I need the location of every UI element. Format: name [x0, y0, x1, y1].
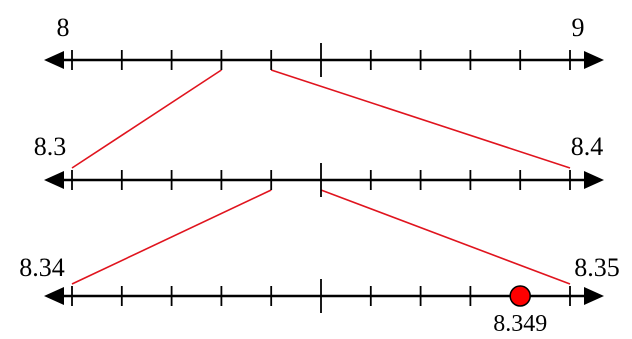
- bottom-left-arrow-icon: [44, 287, 64, 305]
- marker-value-label: 8.349: [493, 311, 547, 337]
- zoom-0-left-connector: [71, 69, 222, 169]
- top-line-start-label: 8: [57, 13, 70, 42]
- bottom-line-start-label: 8.34: [19, 253, 65, 282]
- zoom-1-left-connector: [71, 189, 272, 285]
- bottom-right-arrow-icon: [584, 287, 604, 305]
- zoom-0-right-connector: [270, 69, 571, 169]
- top-line-end-label: 9: [572, 13, 585, 42]
- middle-left-arrow-icon: [44, 171, 64, 189]
- top-left-arrow-icon: [44, 51, 64, 69]
- middle-right-arrow-icon: [584, 171, 604, 189]
- zoom-1-right-connector: [320, 189, 571, 285]
- bottom-line-end-label: 8.35: [574, 253, 620, 282]
- zoom-connectors: [71, 69, 571, 285]
- middle-number-line: [44, 163, 604, 197]
- middle-line-start-label: 8.3: [34, 132, 67, 161]
- bottom-number-line: [44, 279, 604, 313]
- middle-line-end-label: 8.4: [571, 132, 604, 161]
- top-number-line: [44, 43, 604, 77]
- value-marker: [509, 285, 531, 307]
- top-right-arrow-icon: [584, 51, 604, 69]
- marker-dot: [509, 285, 531, 307]
- number-lines: [44, 43, 604, 313]
